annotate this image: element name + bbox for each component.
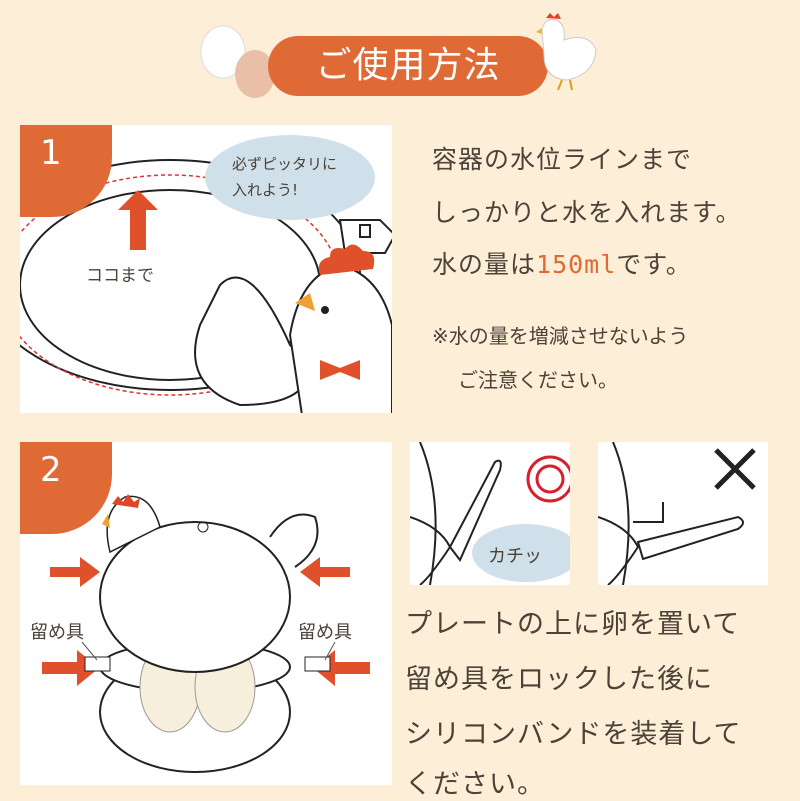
step1-note-line2: ご注意ください。 — [458, 368, 618, 392]
incorrect-clip-illustration — [598, 442, 768, 585]
water-amount: 150ml — [536, 250, 617, 279]
clip-label-left: 留め具 — [30, 622, 84, 643]
step1-badge: 1 — [20, 125, 112, 217]
ng-cross-icon — [714, 448, 756, 490]
container-water-line-illustration — [20, 159, 392, 413]
ok-double-circle-icon — [526, 455, 570, 503]
arrow-left-icon — [300, 557, 350, 587]
step2-illustration: 留め具 留め具 2 — [20, 442, 392, 785]
water-amount-suffix: です。 — [616, 250, 692, 279]
click-bubble — [472, 524, 570, 582]
speech-bubble — [205, 135, 375, 220]
step1-text-line1: 容器の水位ラインまで — [432, 145, 693, 174]
bubble-text-line2: 入れよう! — [232, 181, 299, 199]
step2-text-line4: ください。 — [405, 769, 545, 800]
clip-label-right: 留め具 — [298, 622, 352, 643]
click-sound-text: カチッ — [488, 546, 542, 567]
bowtie-icon — [320, 360, 360, 380]
clip-unlocked-illustration — [598, 442, 756, 585]
bubble-text-line1: 必ずピッタリに — [232, 155, 338, 173]
page-title: ご使用方法 — [315, 45, 501, 86]
chicken-icon — [536, 13, 597, 91]
step1-illustration: 必ずピッタリに 入れよう! ココまで 1 — [20, 125, 392, 413]
arrow-label: ココまで — [86, 266, 154, 286]
eggs-icon — [200, 25, 275, 98]
clip-locked-illustration — [410, 442, 570, 585]
step1-text-line2: しっかりと水を入れます。 — [432, 198, 742, 227]
step2-text-line3: シリコンバンドを装着して — [405, 719, 742, 750]
water-amount-prefix: 水の量は — [432, 250, 537, 279]
correct-clip-illustration: カチッ — [410, 442, 570, 585]
step1-text-line3: 水の量は150mlです。 — [432, 245, 692, 281]
arrow-right-icon — [50, 557, 100, 587]
egg-cooker-assembly-illustration — [42, 494, 370, 773]
step2-text-line2: 留め具をロックした後に — [405, 664, 713, 695]
step2-text-line1: プレートの上に卵を置いて — [405, 609, 741, 640]
title-banner — [268, 36, 548, 96]
step1-note-line1: ※水の量を増減させないよう — [432, 324, 689, 348]
arrow-up-icon — [118, 190, 158, 250]
